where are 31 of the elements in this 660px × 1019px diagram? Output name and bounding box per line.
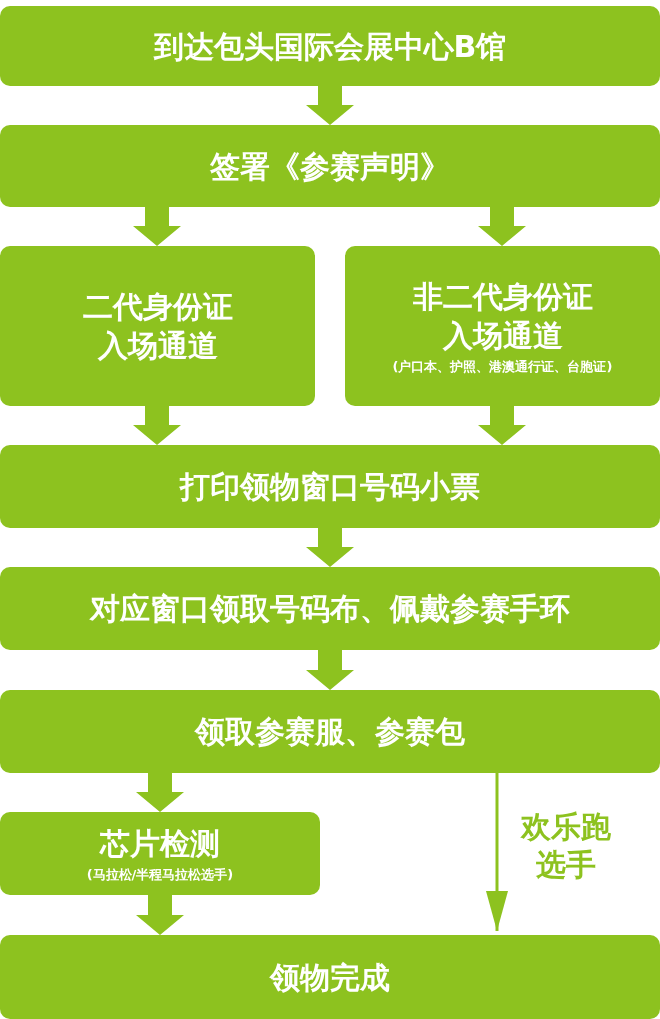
step-text: 对应窗口领取号码布、佩戴参赛手环 <box>90 590 570 628</box>
process-box <box>0 690 660 773</box>
process-box <box>0 812 320 895</box>
step-text: 芯片检测 <box>100 824 220 863</box>
process-box <box>0 246 315 406</box>
edge-label: 欢乐跑选手 <box>520 808 612 883</box>
chevron-arrow <box>478 207 526 246</box>
step-note: (户口本、护照、港澳通行证、台胞证) <box>392 358 613 376</box>
step-note: (马拉松/半程马拉松选手) <box>86 866 234 884</box>
process-box <box>0 935 660 1019</box>
step-text: 领取参赛服、参赛包 <box>195 713 465 751</box>
step-text: 签署《参赛声明》 <box>210 147 450 186</box>
step-text: 领物完成 <box>270 958 390 997</box>
process-box <box>0 6 660 86</box>
step-text: 非二代身份证入场通道 <box>411 277 594 355</box>
step-text: 到达包头国际会展中心B馆 <box>153 27 507 66</box>
chevron-arrow <box>306 650 354 690</box>
chevron-arrow <box>306 528 354 567</box>
chevron-arrow <box>133 207 181 246</box>
process-box <box>0 125 660 207</box>
process-box <box>0 445 660 528</box>
process-box <box>345 246 660 406</box>
chevron-arrow <box>136 773 184 812</box>
chevron-arrow <box>478 406 526 445</box>
step-text: 二代身份证入场通道 <box>81 288 234 365</box>
chevron-arrow <box>306 86 354 125</box>
process-box <box>0 567 660 650</box>
chevron-arrow <box>136 895 184 935</box>
arrow <box>486 773 508 931</box>
step-text: 打印领物窗口号码小票 <box>180 468 480 506</box>
chevron-arrow <box>133 406 181 445</box>
